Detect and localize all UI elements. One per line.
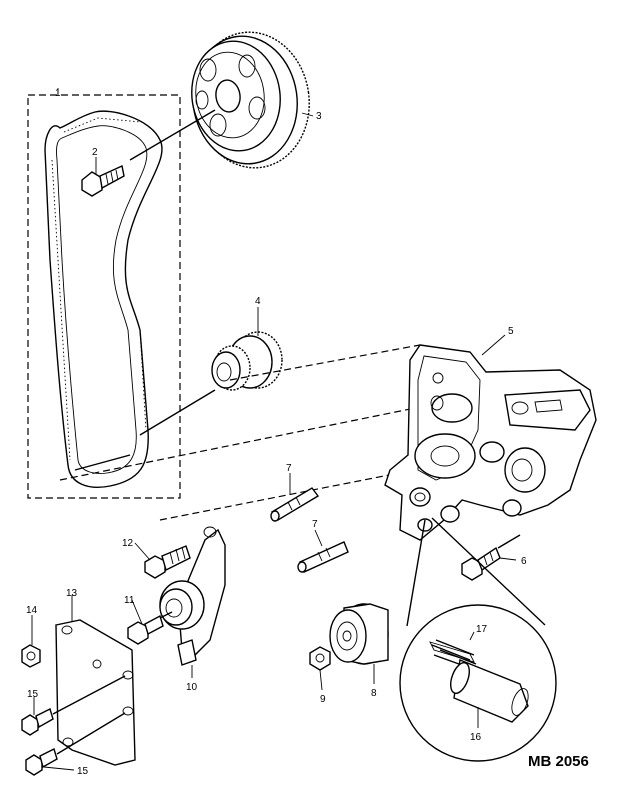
housing-bolt xyxy=(461,534,521,581)
callout-9: 9 xyxy=(320,694,326,705)
callout-11: 11 xyxy=(124,595,135,606)
pump-housing xyxy=(384,344,597,541)
tensioner-bolt-lower xyxy=(127,611,173,645)
crankshaft-gear xyxy=(211,331,283,391)
plate-bolt-upper xyxy=(21,675,126,736)
callout-6: 6 xyxy=(521,556,527,567)
timing-belt xyxy=(44,110,163,488)
callout-4: 4 xyxy=(255,296,261,307)
callout-7-lower: 7 xyxy=(312,519,318,530)
callout-15-lower: 15 xyxy=(77,766,89,777)
callout-labels: 1 2 3 4 5 6 7 7 8 9 10 11 12 13 14 15 15… xyxy=(26,88,527,777)
idler-pulley xyxy=(329,603,389,665)
tensioner-assembly xyxy=(159,526,226,666)
callout-2: 2 xyxy=(92,147,98,158)
callout-17: 17 xyxy=(476,624,488,635)
timing-belt-kit-frame xyxy=(27,94,181,499)
belt-bolt xyxy=(81,164,125,197)
callout-12: 12 xyxy=(122,538,134,549)
plate-bolt-lower xyxy=(25,712,126,776)
diagram-reference-code: MB 2056 xyxy=(528,753,589,770)
stud-upper xyxy=(270,487,320,522)
callout-14: 14 xyxy=(26,605,38,616)
idler-nut xyxy=(309,646,331,671)
tensioner-bolt-upper xyxy=(144,545,191,579)
callout-15-upper: 15 xyxy=(27,689,39,700)
callout-7-upper: 7 xyxy=(286,463,292,474)
callout-5: 5 xyxy=(508,326,514,337)
nut xyxy=(21,644,41,668)
detail-magnifier xyxy=(399,517,557,762)
leader-lines xyxy=(31,88,517,771)
callout-10: 10 xyxy=(186,682,198,693)
callout-3: 3 xyxy=(316,111,322,122)
callout-8: 8 xyxy=(371,688,377,699)
backing-plate xyxy=(55,619,136,766)
callout-16: 16 xyxy=(470,732,482,743)
camshaft-gear xyxy=(191,31,310,169)
stud-lower xyxy=(297,541,349,573)
callout-13: 13 xyxy=(66,588,78,599)
callout-1: 1 xyxy=(55,88,61,99)
